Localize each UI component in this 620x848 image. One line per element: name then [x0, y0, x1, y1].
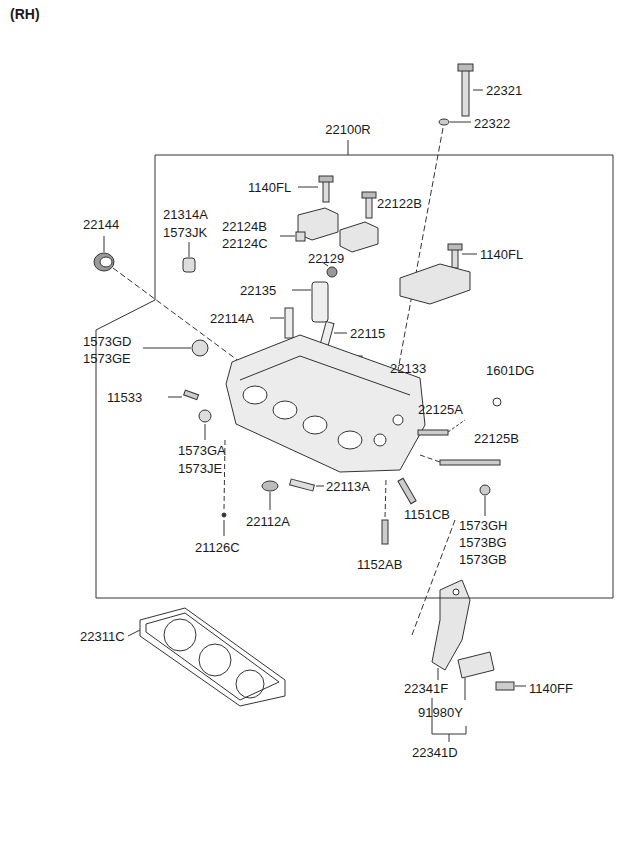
- callout-number: 1573GD: [83, 334, 131, 349]
- callout-number: 21314A: [163, 207, 208, 222]
- callout-number: 22112A: [246, 514, 290, 529]
- callout-number: 22125B: [474, 431, 519, 446]
- callout-number: 21126C: [195, 540, 240, 555]
- callout-number: 1140FL: [480, 247, 523, 262]
- callout-number: 1573GB: [459, 552, 507, 567]
- outline-shape: [96, 120, 613, 598]
- callout-number: 22311C: [80, 629, 125, 644]
- callout-number: 1573GE: [83, 351, 131, 366]
- assembly-outline: 22100R: [96, 120, 613, 598]
- callout-number: 1573BG: [459, 535, 507, 550]
- callout-number: 1573GA: [178, 443, 226, 458]
- callout-number: 1573JK: [163, 225, 207, 240]
- callout-number: 22122B: [377, 196, 422, 211]
- callout-number: 22321: [486, 83, 522, 98]
- callout-number: 22144: [83, 217, 119, 232]
- callout-number: 22341F: [404, 681, 448, 696]
- callout-number: 22341D: [412, 745, 458, 760]
- callout-number: 22135: [240, 283, 276, 298]
- callout-number: 22133: [390, 361, 426, 376]
- assembly-number: 22100R: [323, 122, 373, 137]
- callout-number: 1601DG: [486, 363, 534, 378]
- callout-number: 22113A: [326, 479, 370, 494]
- callout-number: 11533: [107, 390, 142, 405]
- callout-number: 1140FL: [248, 180, 291, 195]
- callout-number: 1573JE: [178, 461, 222, 476]
- callout-number: 1151CB: [404, 507, 450, 522]
- callout-number: 22129: [308, 251, 344, 266]
- callout-number: 1152AB: [357, 557, 402, 572]
- callout-number: 22125A: [418, 402, 463, 417]
- callout-number: 22322: [474, 116, 510, 131]
- callout-number: 91980Y: [418, 705, 463, 720]
- diagram-title: (RH): [10, 6, 40, 22]
- callout-number: 1140FF: [529, 681, 573, 696]
- callout-number: 22124C: [222, 236, 268, 251]
- callout-number: 22114A: [210, 311, 254, 326]
- callout-number: 1573GH: [459, 518, 507, 533]
- callout-number: 22115: [350, 326, 385, 341]
- callout-number: 22124B: [222, 219, 267, 234]
